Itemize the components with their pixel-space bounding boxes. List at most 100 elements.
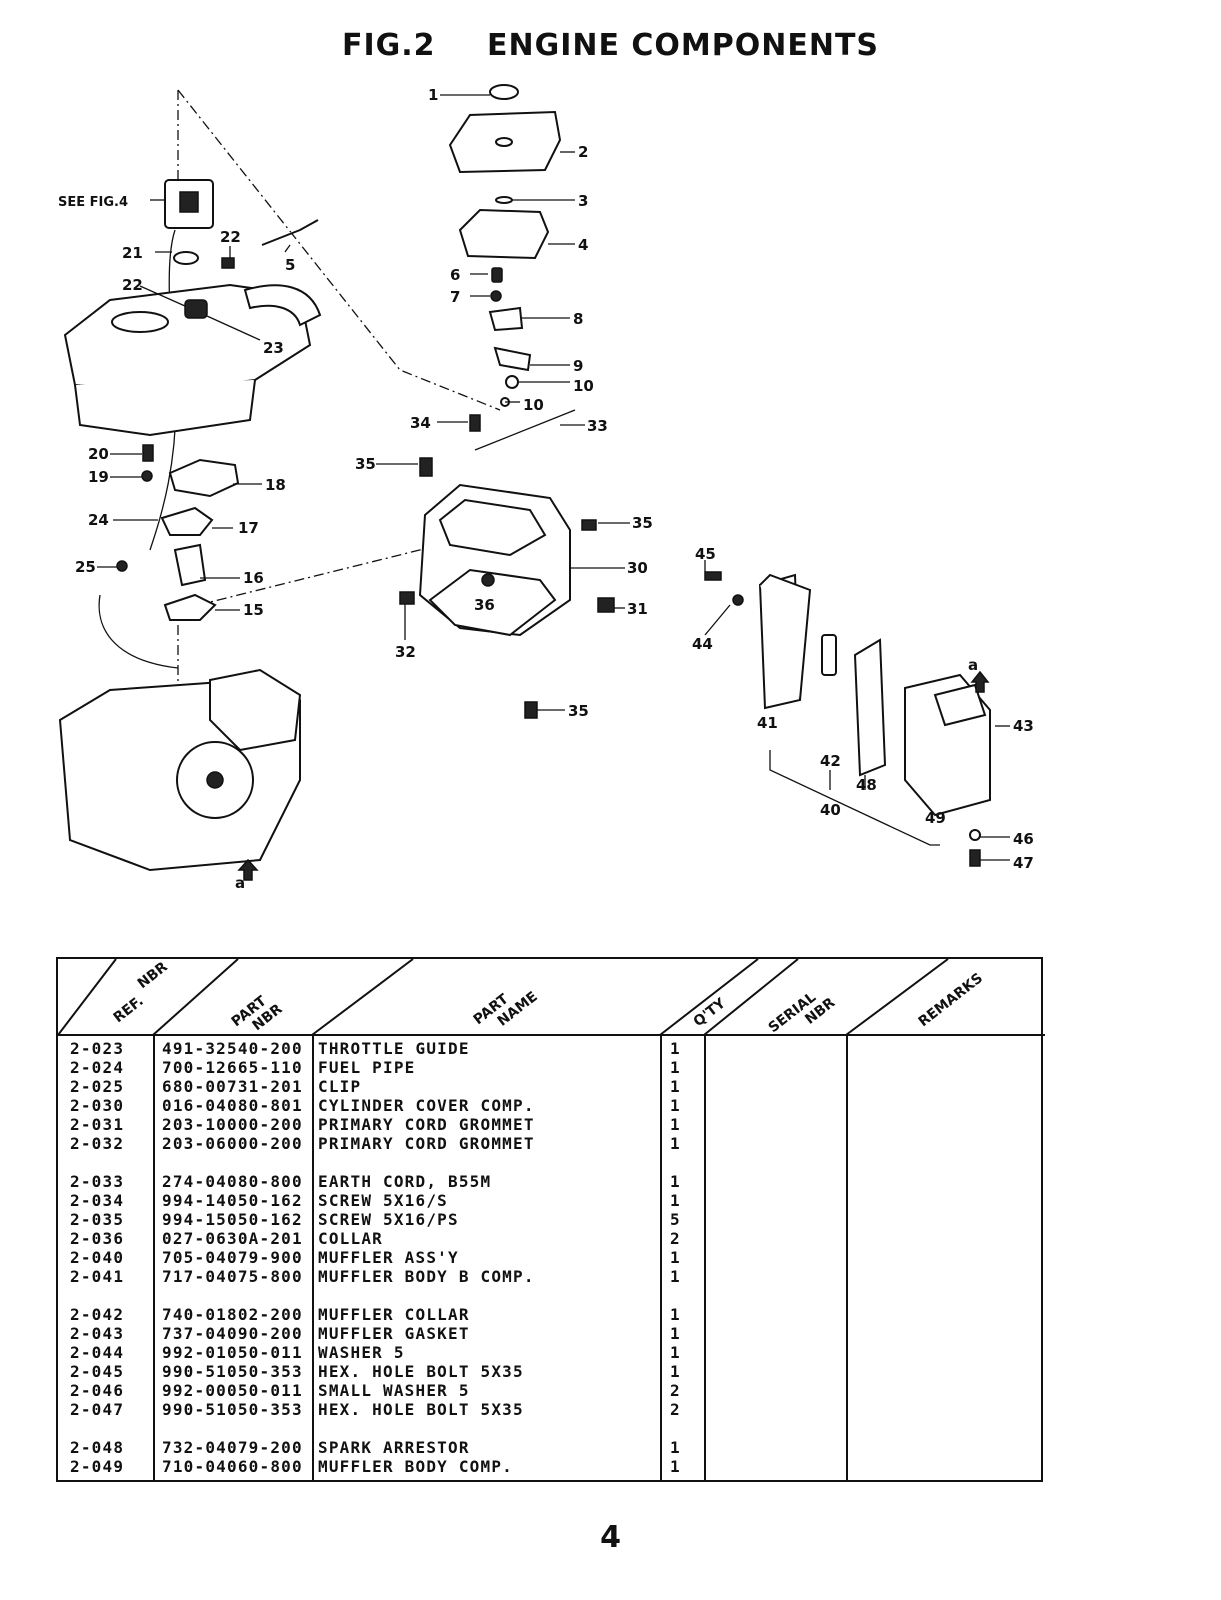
ref-nbr: 2-030: [70, 1096, 125, 1115]
muffler-body-b-part: [758, 573, 812, 710]
gasket-18-part: [168, 458, 240, 498]
qty: 1: [670, 1305, 681, 1324]
gasket-15-part: [163, 593, 217, 621]
muffler-collar-part: [821, 634, 837, 676]
ref-nbr: 2-042: [70, 1305, 125, 1324]
grommet-part: [173, 251, 199, 265]
part-nbr: 992-00050-011: [162, 1381, 303, 1400]
page-title: FIG.2 ENGINE COMPONENTS: [0, 28, 1221, 63]
callout-1: 1: [428, 86, 438, 104]
ref-nbr: 2-034: [70, 1191, 125, 1210]
ref-nbr: 2-040: [70, 1248, 125, 1267]
plate-part: [493, 346, 532, 372]
ref-nbr: 2-048: [70, 1438, 125, 1457]
part-name: MUFFLER COLLAR: [318, 1305, 470, 1324]
table-row: 2-044 992-01050-011 WASHER 5 1: [58, 1343, 1041, 1362]
callout-17: 17: [238, 519, 259, 537]
arrow-up-icon: [970, 670, 990, 693]
callout-22a: 22: [220, 228, 241, 246]
grommet-32-part: [399, 591, 415, 605]
bracket-part: [488, 306, 524, 332]
fuel-tank-part: [63, 283, 322, 437]
qty: 1: [670, 1438, 681, 1457]
qty: 1: [670, 1457, 681, 1476]
qty: 2: [670, 1229, 681, 1248]
arrow-label-a-muffler: a: [968, 656, 978, 674]
part-name: SPARK ARRESTOR: [318, 1438, 470, 1457]
arrow-up-icon: [237, 858, 259, 881]
ref-nbr: 2-023: [70, 1039, 125, 1058]
figure-number: FIG.2: [341, 28, 436, 63]
part-name: PRIMARY CORD GROMMET: [318, 1115, 535, 1134]
callout-32: 32: [395, 643, 416, 661]
callout-2: 2: [578, 143, 588, 161]
part-nbr: 027-0630A-201: [162, 1229, 303, 1248]
spark-arrestor-part: [853, 638, 887, 777]
callout-3: 3: [578, 192, 588, 210]
part-nbr: 274-04080-800: [162, 1172, 303, 1191]
qty: 1: [670, 1172, 681, 1191]
table-row: 2-036 027-0630A-201 COLLAR 2: [58, 1229, 1041, 1248]
table-row: 2-046 992-00050-011 SMALL WASHER 5 2: [58, 1381, 1041, 1400]
column-divider: [153, 1035, 155, 1480]
column-divider: [312, 1035, 314, 1480]
header-remarks: REMARKS: [916, 970, 986, 1030]
ref-nbr: 2-049: [70, 1457, 125, 1476]
callout-36: 36: [474, 596, 495, 614]
part-name: MUFFLER BODY B COMP.: [318, 1267, 535, 1286]
ref-nbr: 2-036: [70, 1229, 125, 1248]
part-nbr: 717-04075-800: [162, 1267, 303, 1286]
column-divider: [704, 1035, 706, 1480]
header-qty: Q'TY: [691, 995, 730, 1030]
callout-19: 19: [88, 468, 109, 486]
part-name: SCREW 5X16/S: [318, 1191, 448, 1210]
parts-rows: 2-023 491-32540-200 THROTTLE GUIDE 1 2-0…: [58, 1039, 1041, 1476]
qty: 1: [670, 1134, 681, 1153]
qty: 1: [670, 1248, 681, 1267]
callout-21: 21: [122, 244, 143, 262]
insulator-17-part: [160, 506, 214, 536]
table-row: 2-031 203-10000-200 PRIMARY CORD GROMMET…: [58, 1115, 1041, 1134]
part-nbr: 990-51050-353: [162, 1400, 303, 1419]
callout-40: 40: [820, 801, 841, 819]
ref-nbr: 2-045: [70, 1362, 125, 1381]
see-figure-reference: SEE FIG.4: [58, 195, 128, 210]
part-name: EARTH CORD, B55M: [318, 1172, 492, 1191]
callout-6: 6: [450, 266, 460, 284]
part-name: SMALL WASHER 5: [318, 1381, 470, 1400]
ref-nbr: 2-043: [70, 1324, 125, 1343]
table-row: 2-041 717-04075-800 MUFFLER BODY B COMP.…: [58, 1267, 1041, 1286]
part-nbr: 732-04079-200: [162, 1438, 303, 1457]
callout-30: 30: [627, 559, 648, 577]
part-nbr: 705-04079-900: [162, 1248, 303, 1267]
callout-31: 31: [627, 600, 648, 618]
callout-35b: 35: [632, 514, 653, 532]
callout-4: 4: [578, 236, 588, 254]
qty: 1: [670, 1267, 681, 1286]
qty: 1: [670, 1115, 681, 1134]
table-row: 2-034 994-14050-162 SCREW 5X16/S 1: [58, 1191, 1041, 1210]
ref-nbr: 2-044: [70, 1343, 125, 1362]
callout-35c: 35: [568, 702, 589, 720]
callout-22b: 22: [122, 276, 143, 294]
part-nbr: 990-51050-353: [162, 1362, 303, 1381]
cylinder-cover-part: [418, 483, 571, 637]
part-name: CYLINDER COVER COMP.: [318, 1096, 535, 1115]
callout-48: 48: [856, 776, 877, 794]
parts-list-table: REF. NBR PART NBR PART NAME Q'TY SERIAL …: [56, 957, 1045, 1482]
part-nbr: 992-01050-011: [162, 1343, 303, 1362]
part-nbr: 016-04080-801: [162, 1096, 303, 1115]
callout-23: 23: [263, 339, 284, 357]
ref-nbr: 2-046: [70, 1381, 125, 1400]
table-row: 2-043 737-04090-200 MUFFLER GASKET 1: [58, 1324, 1041, 1343]
callout-20: 20: [88, 445, 109, 463]
ref-nbr: 2-033: [70, 1172, 125, 1191]
callout-44: 44: [692, 635, 713, 653]
callout-5: 5: [285, 256, 295, 274]
qty: 1: [670, 1077, 681, 1096]
callout-45: 45: [695, 545, 716, 563]
callout-16: 16: [243, 569, 264, 587]
callout-10b: 10: [523, 396, 544, 414]
ref-nbr: 2-041: [70, 1267, 125, 1286]
column-divider: [846, 1035, 848, 1480]
